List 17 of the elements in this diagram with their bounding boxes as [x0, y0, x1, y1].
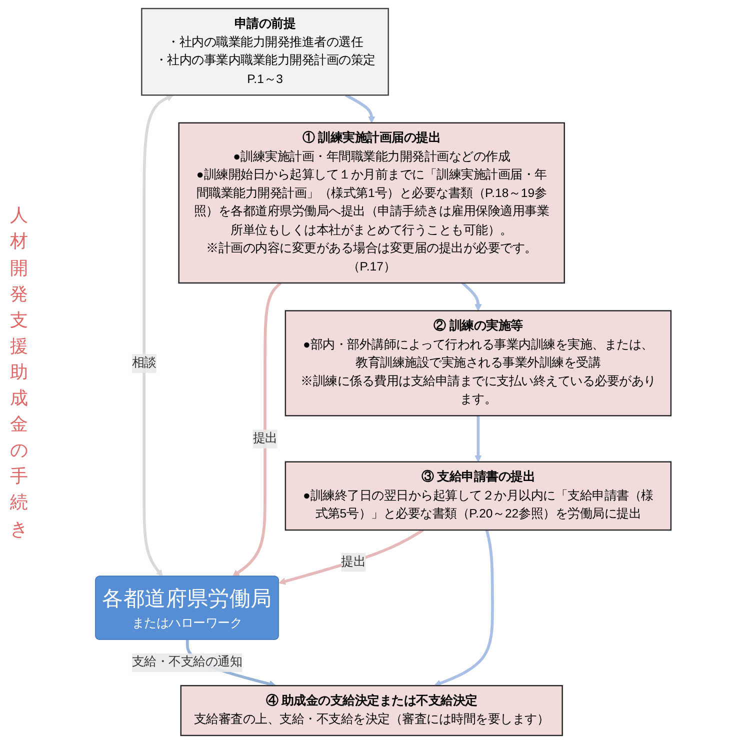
arrow: [142, 94, 174, 577]
node-box: 申請の前提 ・社内の職業能力開発推進者の選任 ・社内の事業内職業能力開発計画の策定 P.1～3: [141, 8, 390, 96]
node-box: ③ 支給申請書の提出 ●訓練終了日の翌日から起算して２か月以内に「支給申請書（様式第5号）」と必要な書類（P.20～22参照）を労働局に提出: [285, 461, 672, 531]
arrow: [474, 416, 482, 462]
node-box: ② 訓練の実施等 ●部内・部外講師によって行われる事業内訓練を実施、または、教育訓練施設で実施される事業外訓練を受講 ※訓練に係る費用は支給申請までに支払い終えている必要があります。: [285, 310, 672, 416]
edge-label: 提出: [341, 554, 366, 569]
node-box: ④ 助成金の支給決定または不支給決定 支給審査の上、支給・不支給を決定（審査には時間を要します）: [180, 685, 564, 736]
edge-label: 提出: [253, 431, 278, 446]
edge-label: 相談: [132, 356, 157, 370]
arrow: [345, 94, 376, 124]
arrow: [434, 530, 494, 687]
arrow: [232, 282, 282, 577]
arrow: [278, 528, 424, 585]
arrow: [462, 282, 482, 312]
vertical-label: 人材開発支援助成金の手続き: [10, 204, 28, 541]
node-box: ① 訓練実施計画届の提出 ●訓練実施計画・年間職業能力開発計画などの作成 ●訓練開始日から起算して１か月前までに「訓練実施計画届・年間職業能力開発計画」（様式第1号）と必要な書類（P.18～19参照）を各都道府県労働局へ提出（申請手続きは雇用保険適用事業所単位もしくは本社がまとめて行うことも可能）。 ※計画の内容に変更がある場合は変更届の提出が必要です。（P.17）: [178, 122, 566, 284]
edge-label: 支給・不支給の通知: [132, 655, 242, 669]
